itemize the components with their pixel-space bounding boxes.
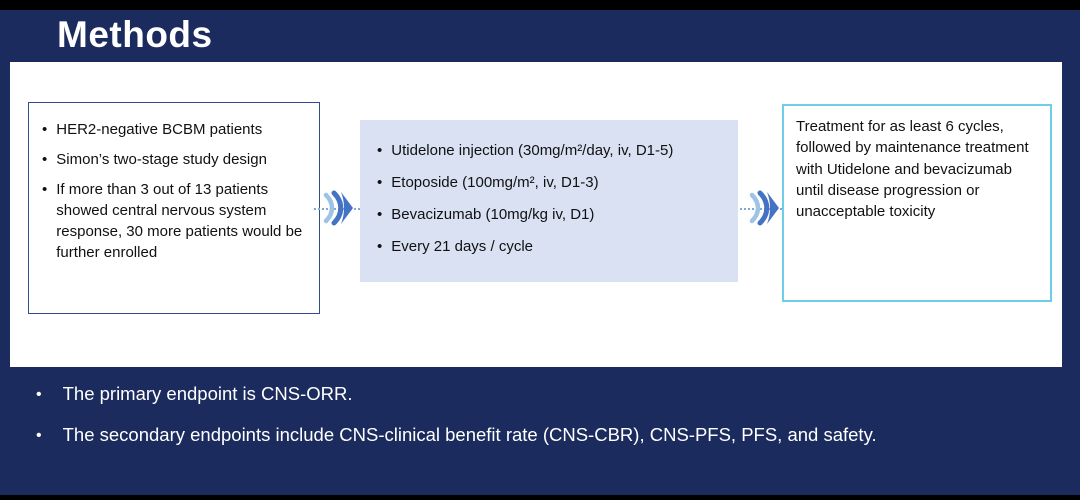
list-item: Utidelone injection (30mg/m²/day, iv, D1… — [374, 140, 726, 161]
list-item: Simon’s two-stage study design — [39, 149, 309, 170]
patient-criteria-box: HER2-negative BCBM patients Simon’s two-… — [28, 102, 320, 314]
bullet-text: If more than 3 out of 13 patients showed… — [56, 181, 303, 261]
slide-title: Methods — [57, 14, 213, 55]
methods-panel: HER2-negative BCBM patients Simon’s two-… — [10, 62, 1062, 367]
bullet-text: Etoposide (100mg/m², iv, D1-3) — [391, 174, 599, 191]
bullet-text: Every 21 days / cycle — [391, 238, 533, 255]
list-item: The secondary endpoints include CNS-clin… — [36, 423, 1046, 448]
dashed-connector — [314, 208, 360, 210]
list-item: Bevacizumab (10mg/kg iv, D1) — [374, 204, 726, 225]
list-item: Every 21 days / cycle — [374, 236, 726, 257]
treatment-regimen-box: Utidelone injection (30mg/m²/day, iv, D1… — [360, 120, 738, 282]
list-item: Etoposide (100mg/m², iv, D1-3) — [374, 172, 726, 193]
bullet-text: HER2-negative BCBM patients — [56, 121, 263, 138]
bullet-text: Utidelone injection (30mg/m²/day, iv, D1… — [391, 142, 674, 159]
bullet-text: Simon’s two-stage study design — [56, 151, 267, 168]
list-item: HER2-negative BCBM patients — [39, 119, 309, 140]
endpoints-list: The primary endpoint is CNS-ORR. The sec… — [36, 382, 1046, 464]
maintenance-text: Treatment for as least 6 cycles, followe… — [796, 118, 1029, 221]
endpoint-text: The secondary endpoints include CNS-clin… — [62, 423, 877, 445]
curved-arrow-icon — [323, 190, 353, 226]
curved-arrow-icon — [749, 190, 779, 226]
list-item: If more than 3 out of 13 patients showed… — [39, 179, 309, 263]
endpoint-text: The primary endpoint is CNS-ORR. — [62, 383, 353, 404]
maintenance-box: Treatment for as least 6 cycles, followe… — [782, 104, 1052, 302]
dashed-connector — [740, 208, 786, 210]
slide-background: Methods HER2-negative BCBM patients Simo… — [0, 10, 1080, 495]
flow-arrow-2 — [740, 180, 786, 236]
flow-arrow-1 — [314, 180, 360, 236]
bullet-text: Bevacizumab (10mg/kg iv, D1) — [391, 206, 595, 223]
list-item: The primary endpoint is CNS-ORR. — [36, 382, 1046, 407]
